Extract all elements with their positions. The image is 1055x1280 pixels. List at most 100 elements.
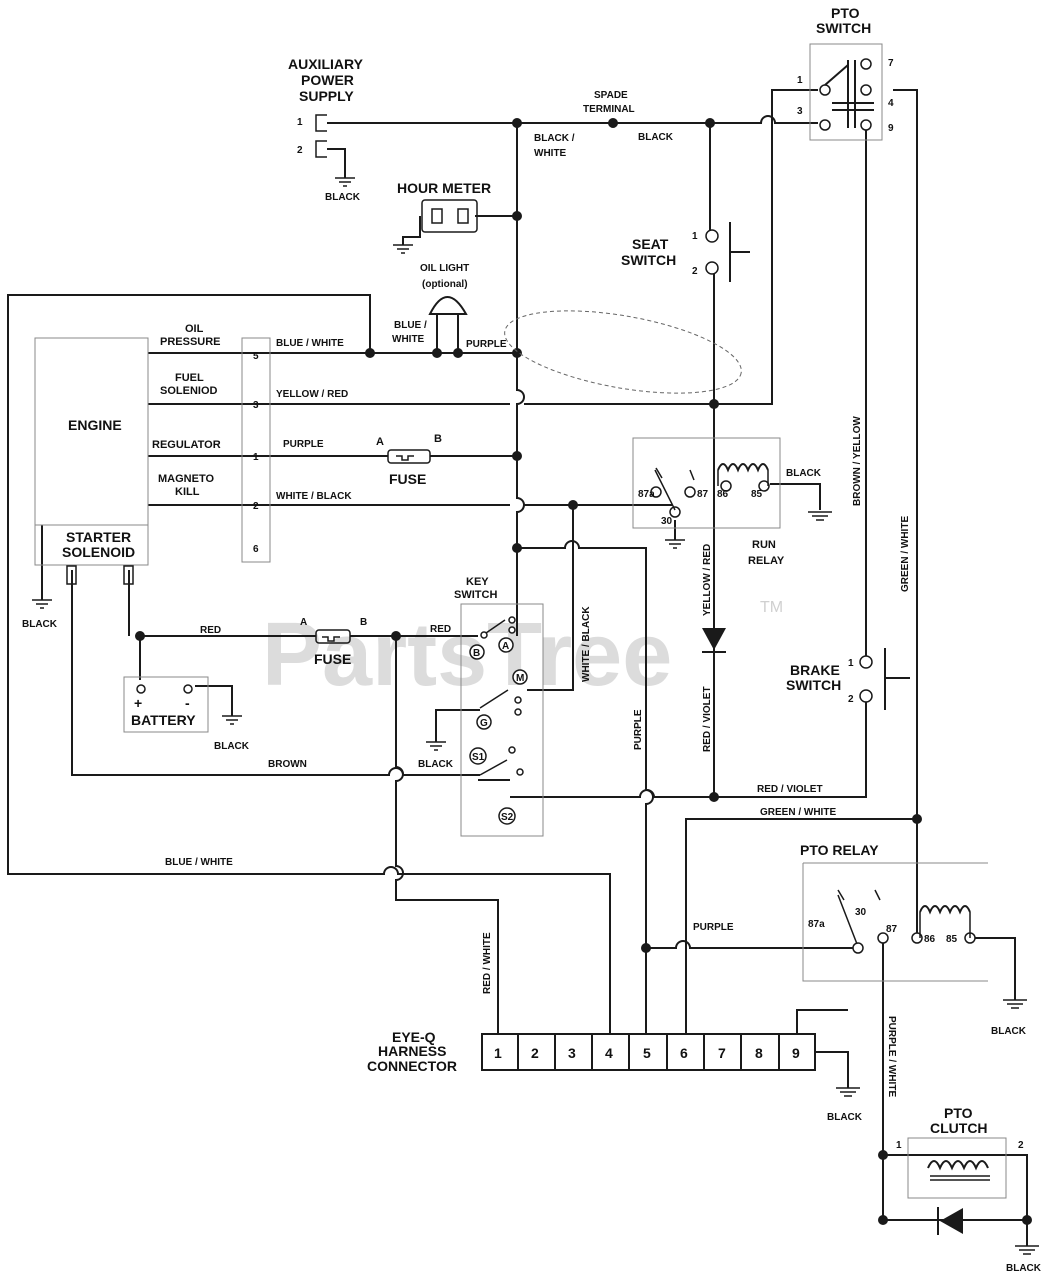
engine-pin-6: 6 xyxy=(253,544,259,555)
brake-switch-pin-2: 2 xyxy=(848,694,854,705)
key-switch-s1: S1 xyxy=(472,752,485,763)
harness-pin-7: 7 xyxy=(718,1045,726,1061)
harness-pin-9: 9 xyxy=(792,1045,800,1061)
run-relay-30: 30 xyxy=(661,516,673,527)
run-relay-85: 85 xyxy=(751,489,763,500)
ground-symbols xyxy=(32,177,1039,1255)
fuse-2-a: A xyxy=(300,617,307,628)
pto-switch-pin-4: 4 xyxy=(888,98,894,109)
wire-blue-white-oil: BLUE / WHITE xyxy=(276,338,344,349)
engine-ground-label: BLACK xyxy=(22,619,58,630)
engine-pin-2: 2 xyxy=(253,501,259,512)
harness-pin-8: 8 xyxy=(755,1045,763,1061)
fuse-1-a: A xyxy=(376,436,384,448)
pto-clutch-pin-1: 1 xyxy=(896,1140,902,1151)
wire-brown: BROWN xyxy=(268,759,307,770)
key-switch-m: M xyxy=(516,673,524,684)
wire-green-white-h: GREEN / WHITE xyxy=(760,807,836,818)
pto-clutch-pin-2: 2 xyxy=(1018,1140,1024,1151)
run-relay-87: 87 xyxy=(697,489,709,500)
harness-pin-5: 5 xyxy=(643,1045,651,1061)
key-switch-ground: BLACK xyxy=(418,759,454,770)
aux-title-2: POWER xyxy=(301,72,354,88)
harness-l1: EYE-Q xyxy=(392,1029,436,1045)
hour-meter: HOUR METER xyxy=(397,180,491,233)
wire-black-white-1: BLACK / xyxy=(534,133,575,144)
key-switch-title-2: SWITCH xyxy=(454,589,497,601)
oil-light-title: OIL LIGHT xyxy=(420,263,469,274)
pto-switch-pin-3: 3 xyxy=(797,106,803,117)
pto-switch: PTO SWITCH 1 3 7 4 9 xyxy=(797,5,894,141)
spade-label-1: SPADE xyxy=(594,90,628,101)
engine: ENGINE OIL PRESSURE FUEL SOLENIOD REGULA… xyxy=(22,323,271,630)
engine-oil-2: PRESSURE xyxy=(160,336,221,348)
wire-black: BLACK xyxy=(638,132,674,143)
wire-blue-white-light-1: BLUE / xyxy=(394,320,427,331)
seat-switch-title-2: SWITCH xyxy=(621,252,676,268)
harness-pin-2: 2 xyxy=(531,1045,539,1061)
wire-white-black-v: WHITE / BLACK xyxy=(581,606,592,682)
aux-power-supply: AUXILIARY POWER SUPPLY 1 2 BLACK xyxy=(288,56,364,203)
harness-pin-1: 1 xyxy=(494,1045,502,1061)
aux-pin-1: 1 xyxy=(297,117,303,128)
pto-relay-87: 87 xyxy=(886,924,898,935)
fuse-1-b: B xyxy=(434,433,442,445)
wire-red-white-v: RED / WHITE xyxy=(482,932,493,994)
harness-ground: BLACK xyxy=(827,1112,863,1123)
hour-meter-title: HOUR METER xyxy=(397,180,491,196)
pto-clutch: PTO CLUTCH 1 2 BLACK xyxy=(896,1105,1042,1274)
pto-relay-title: PTO RELAY xyxy=(800,842,879,858)
fuse-2-b: B xyxy=(360,617,367,628)
pto-switch-pin-1: 1 xyxy=(797,75,803,86)
pto-relay: PTO RELAY 87a 30 87 86 85 BLACK xyxy=(800,842,1027,1037)
harness-l3: CONNECTOR xyxy=(367,1058,457,1074)
brake-switch-pin-1: 1 xyxy=(848,658,854,669)
pto-clutch-title-2: CLUTCH xyxy=(930,1120,988,1136)
run-relay-86: 86 xyxy=(717,489,729,500)
pto-switch-pin-7: 7 xyxy=(888,58,894,69)
brake-switch: BRAKE SWITCH 1 2 xyxy=(786,648,910,710)
harness-connector: EYE-Q HARNESS CONNECTOR 1 2 3 4 5 6 7 8 … xyxy=(367,1029,863,1123)
aux-title-3: SUPPLY xyxy=(299,88,354,104)
seat-switch-title-1: SEAT xyxy=(632,236,669,252)
pto-switch-pin-9: 9 xyxy=(888,123,894,134)
wire-group xyxy=(7,89,1028,1246)
harness-pin-3: 3 xyxy=(568,1045,576,1061)
seat-switch-pin-2: 2 xyxy=(692,266,698,277)
harness-pin-6: 6 xyxy=(680,1045,688,1061)
battery-minus: - xyxy=(185,695,190,711)
engine-fuel-2: SOLENIOD xyxy=(160,385,218,397)
starter-l2: SOLENOID xyxy=(62,544,135,560)
run-relay-title-2: RELAY xyxy=(748,555,785,567)
pto-relay-ground: BLACK xyxy=(991,1026,1027,1037)
watermark-text: PartsTree xyxy=(262,605,672,705)
engine-mag-2: KILL xyxy=(175,486,200,498)
wire-brown-yellow-v: BROWN / YELLOW xyxy=(852,416,863,506)
wire-red-violet-h: RED / VIOLET xyxy=(757,784,823,795)
starter-solenoid: STARTER SOLENOID xyxy=(34,524,149,585)
fuse-2: A B FUSE xyxy=(300,617,367,667)
aux-pin-2: 2 xyxy=(297,145,303,156)
battery-plus: + xyxy=(134,695,142,711)
pto-relay-86: 86 xyxy=(924,934,936,945)
engine-regulator: REGULATOR xyxy=(152,439,221,451)
brake-switch-title-2: SWITCH xyxy=(786,677,841,693)
run-relay: 87a 87 86 85 30 BLACK RUN RELAY xyxy=(632,437,822,567)
wire-purple-light: PURPLE xyxy=(466,339,507,350)
engine-fuel-1: FUEL xyxy=(175,372,204,384)
run-relay-87a: 87a xyxy=(638,489,655,500)
seat-switch: SEAT SWITCH 1 2 xyxy=(621,222,750,282)
wire-purple-reg: PURPLE xyxy=(283,439,324,450)
wire-red-batt: RED xyxy=(200,625,221,636)
wire-blue-white-light-2: WHITE xyxy=(392,334,425,345)
engine-mag-1: MAGNETO xyxy=(158,473,214,485)
battery-title: BATTERY xyxy=(131,712,196,728)
wire-red-violet-v: RED / VIOLET xyxy=(702,686,713,752)
engine-pin-1: 1 xyxy=(253,452,259,463)
harness-l2: HARNESS xyxy=(378,1043,446,1059)
wire-red-key: RED xyxy=(430,624,451,635)
pto-relay-30: 30 xyxy=(855,907,867,918)
spade-label-2: TERMINAL xyxy=(583,104,635,115)
key-switch-title-1: KEY xyxy=(466,576,489,588)
